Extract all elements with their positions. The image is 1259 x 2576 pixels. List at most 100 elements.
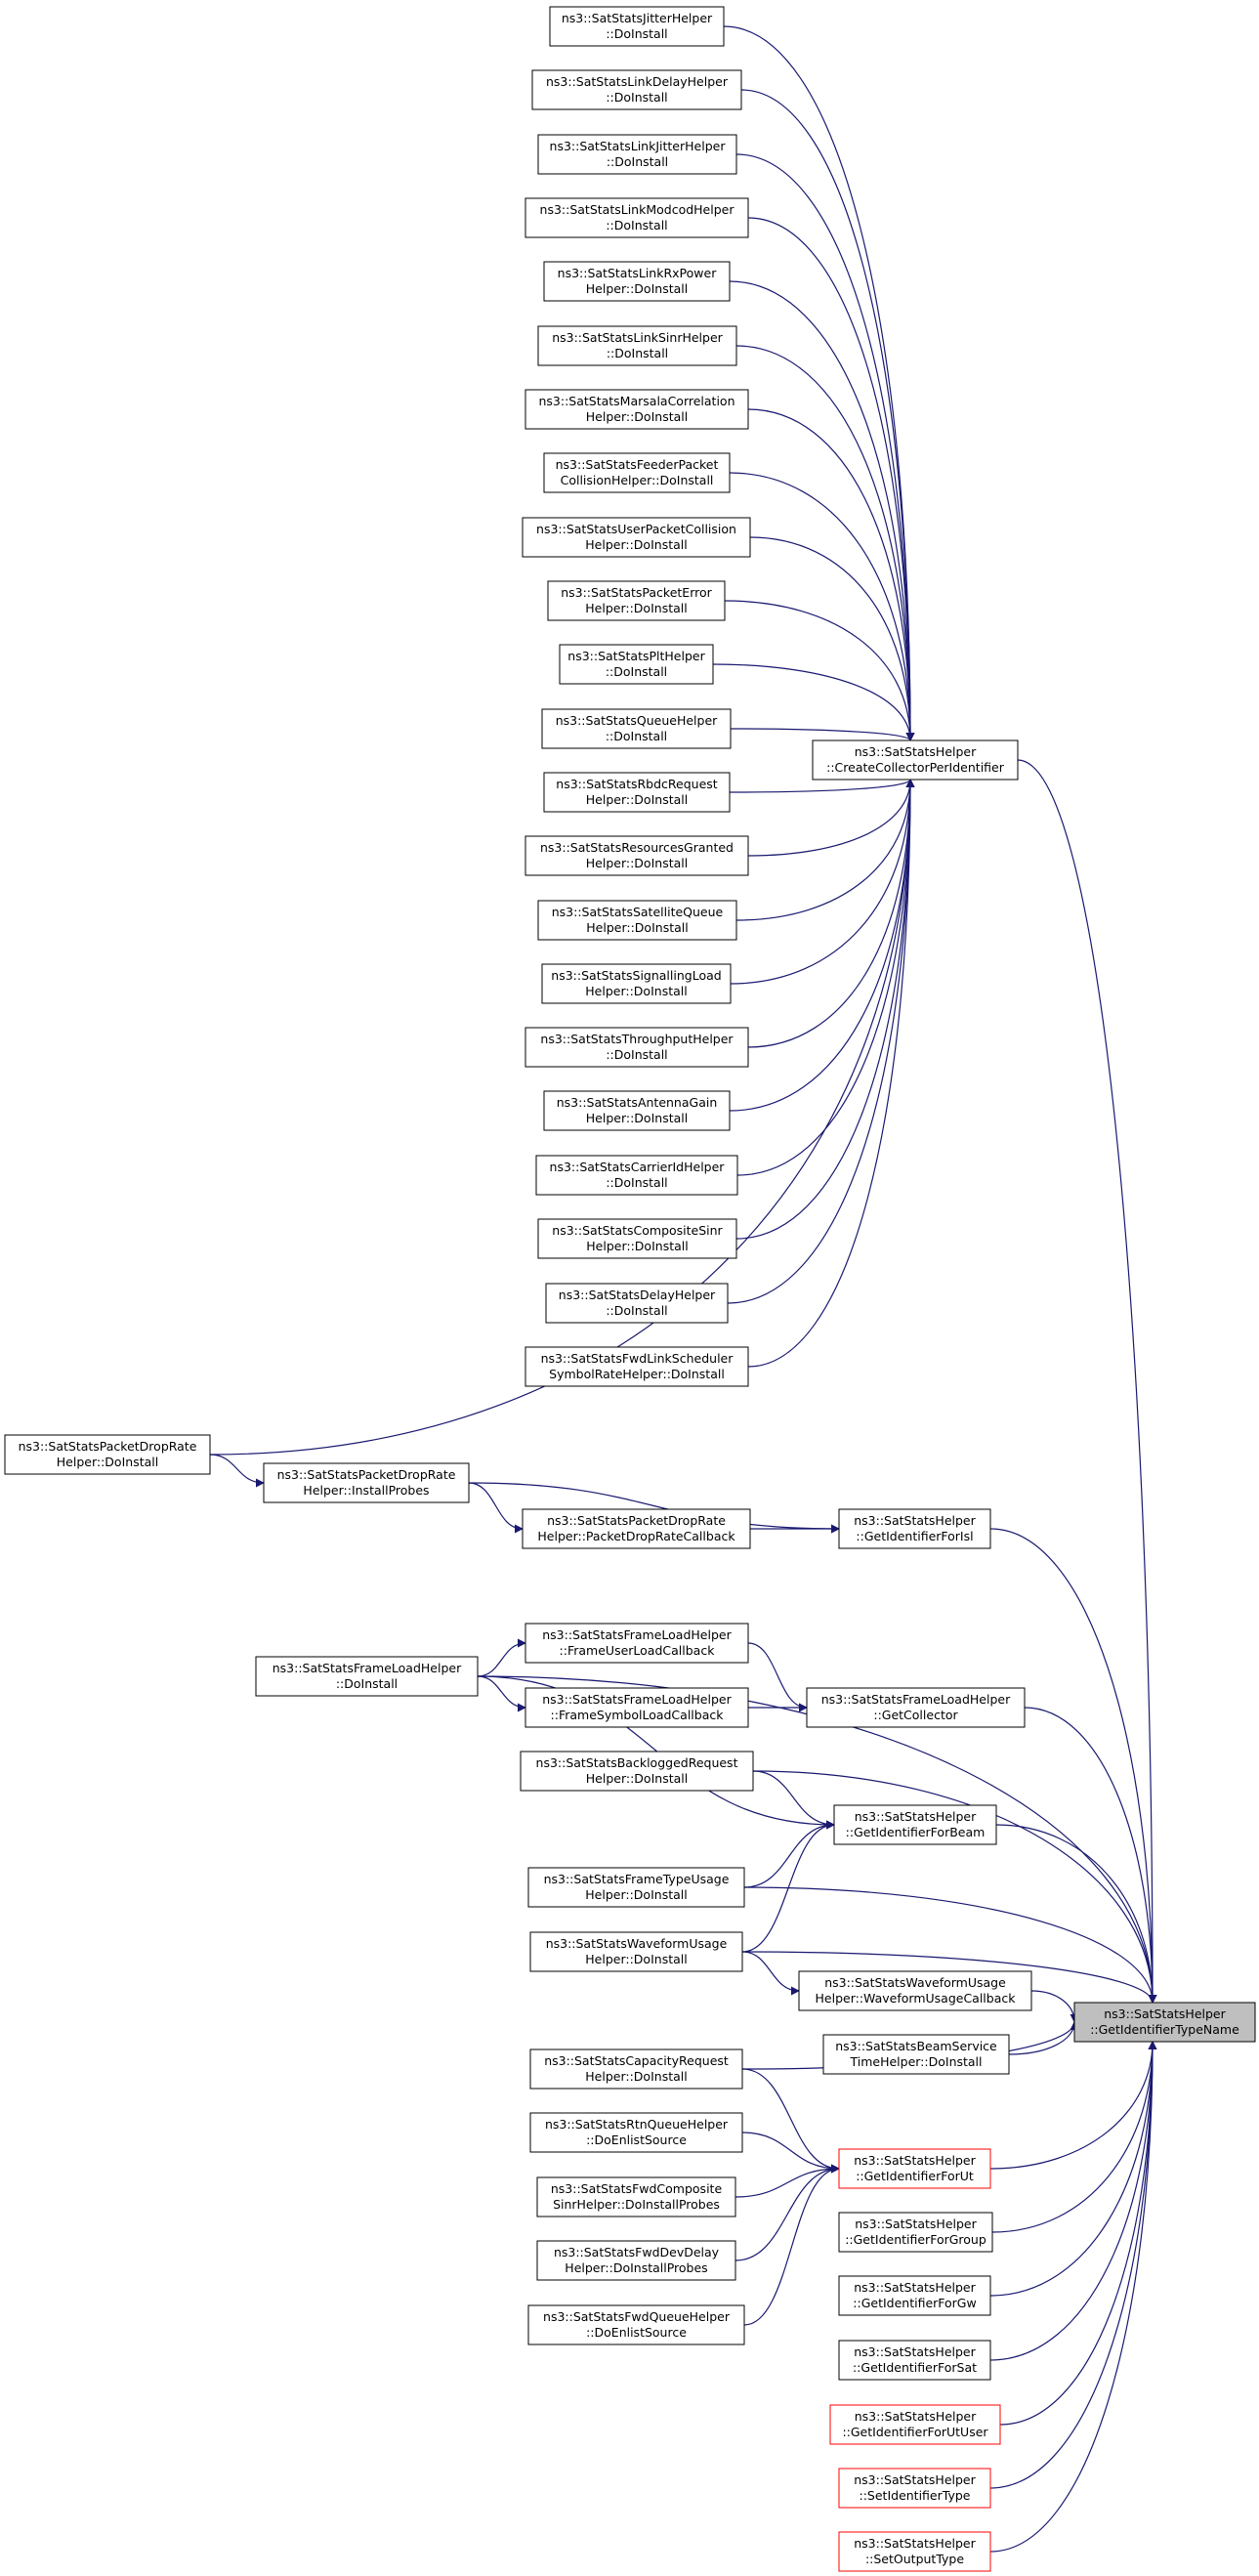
- edge-linkrxpower-to-createcollector: [729, 280, 915, 741]
- node-fwdsched[interactable]: ns3::SatStatsFwdLinkSchedulerSymbolRateH…: [525, 1346, 749, 1387]
- edge-marsala-to-createcollector: [747, 408, 915, 741]
- node-label: Helper::DoInstall: [586, 409, 688, 424]
- node-box: [520, 1751, 754, 1792]
- node-fwddevdelay[interactable]: ns3::SatStatsFwdDevDelayHelper::DoInstal…: [536, 2240, 736, 2281]
- node-label: Helper::DoInstall: [586, 920, 688, 935]
- node-getidbeam[interactable]: ns3::SatStatsHelper::GetIdentifierForBea…: [833, 1804, 997, 1845]
- node-wf_callback[interactable]: ns3::SatStatsWaveformUsageHelper::Wavefo…: [798, 1970, 1032, 2011]
- node-throughput[interactable]: ns3::SatStatsThroughputHelper::DoInstall: [525, 1027, 749, 1068]
- node-createcollector[interactable]: ns3::SatStatsHelper::CreateCollectorPerI…: [812, 739, 1019, 781]
- node-getidutuser[interactable]: ns3::SatStatsHelper::GetIdentifierForUtU…: [829, 2404, 1001, 2445]
- node-label: Helper::DoInstall: [585, 1887, 687, 1902]
- edge-throughput-to-createcollector: [747, 779, 915, 1048]
- node-rtnqueue[interactable]: ns3::SatStatsRtnQueueHelper::DoEnlistSou…: [529, 2112, 743, 2153]
- edge-getidbeam-to-target: [995, 1824, 1157, 2004]
- node-queue[interactable]: ns3::SatStatsQueueHelper::DoInstall: [541, 708, 732, 749]
- edge-getidisl-to-target: [989, 1528, 1157, 2004]
- node-box: [545, 1283, 729, 1324]
- node-frametype[interactable]: ns3::SatStatsFrameTypeUsageHelper::DoIns…: [527, 1867, 745, 1908]
- node-box: [1073, 2002, 1256, 2043]
- node-pdr_callback[interactable]: ns3::SatStatsPacketDropRateHelper::Packe…: [522, 1508, 751, 1549]
- node-box: [525, 1623, 749, 1664]
- node-box: [838, 2468, 991, 2509]
- node-delay[interactable]: ns3::SatStatsDelayHelper::DoInstall: [545, 1283, 729, 1324]
- edge-fwdqueue-to-getidut: [743, 2164, 840, 2326]
- edge-getidgroup-to-target: [991, 2041, 1157, 2233]
- node-box: [522, 1508, 751, 1549]
- node-getidut[interactable]: ns3::SatStatsHelper::GetIdentifierForUt: [838, 2148, 991, 2189]
- node-linkrxpower[interactable]: ns3::SatStatsLinkRxPowerHelper::DoInstal…: [543, 261, 731, 302]
- node-label: ::SetOutputType: [865, 2552, 964, 2566]
- node-box: [547, 580, 726, 621]
- node-box: [838, 2340, 991, 2381]
- node-label: ns3::SatStatsHelper: [854, 2153, 976, 2168]
- node-label: ns3::SatStatsRbdcRequest: [556, 777, 718, 791]
- node-setidtype[interactable]: ns3::SatStatsHelper::SetIdentifierType: [838, 2468, 991, 2509]
- edge-plt-to-createcollector: [712, 663, 915, 741]
- node-label: ::FrameUserLoadCallback: [560, 1643, 716, 1658]
- edge-fl_user-to-fl_getcollector: [747, 1642, 808, 1712]
- edge-resgranted-to-createcollector: [747, 779, 915, 857]
- node-jitter[interactable]: ns3::SatStatsJitterHelper::DoInstall: [549, 6, 725, 47]
- node-backlogged[interactable]: ns3::SatStatsBackloggedRequestHelper::Do…: [520, 1751, 754, 1792]
- edge-frametype-to-target: [743, 1886, 1157, 2004]
- node-getidsat[interactable]: ns3::SatStatsHelper::GetIdentifierForSat: [838, 2340, 991, 2381]
- node-satqueue[interactable]: ns3::SatStatsSatelliteQueueHelper::DoIns…: [537, 900, 737, 941]
- node-box: [806, 1687, 1026, 1728]
- node-box: [527, 2304, 745, 2345]
- node-pkterror[interactable]: ns3::SatStatsPacketErrorHelper::DoInstal…: [547, 580, 726, 621]
- node-box: [838, 2275, 991, 2316]
- node-fwdcomp[interactable]: ns3::SatStatsFwdCompositeSinrHelper::DoI…: [536, 2176, 736, 2217]
- node-label: ns3::SatStatsFwdComposite: [551, 2181, 723, 2196]
- edge-capacity-to-getidut: [741, 2068, 840, 2174]
- node-pdr_probes[interactable]: ns3::SatStatsPacketDropRateHelper::Insta…: [263, 1462, 470, 1503]
- node-label: ::GetIdentifierForUtUser: [842, 2425, 988, 2439]
- node-compsinr[interactable]: ns3::SatStatsCompositeSinrHelper::DoInst…: [537, 1218, 737, 1259]
- node-marsala[interactable]: ns3::SatStatsMarsalaCorrelationHelper::D…: [525, 389, 749, 430]
- node-label: ns3::SatStatsDelayHelper: [559, 1288, 716, 1302]
- node-label: ns3::SatStatsFwdQueueHelper: [543, 2309, 731, 2324]
- node-box: [549, 6, 725, 47]
- node-linkjitter[interactable]: ns3::SatStatsLinkJitterHelper::DoInstall: [537, 134, 737, 175]
- node-linkmodcod[interactable]: ns3::SatStatsLinkModcodHelper::DoInstall: [525, 197, 749, 238]
- node-getidisl[interactable]: ns3::SatStatsHelper::GetIdentifierForIsl: [838, 1508, 991, 1549]
- node-label: ::GetIdentifierForIsl: [856, 1529, 973, 1543]
- node-resgranted[interactable]: ns3::SatStatsResourcesGrantedHelper::DoI…: [525, 835, 749, 876]
- node-pdr_doinstall[interactable]: ns3::SatStatsPacketDropRateHelper::DoIns…: [4, 1434, 211, 1475]
- node-label: ns3::SatStatsSignallingLoad: [551, 968, 721, 983]
- node-plt[interactable]: ns3::SatStatsPltHelper::DoInstall: [559, 644, 714, 685]
- edge-getidutuser-to-target: [999, 2041, 1157, 2426]
- node-fl_user[interactable]: ns3::SatStatsFrameLoadHelper::FrameUserL…: [525, 1623, 749, 1664]
- node-label: Helper::DoInstall: [586, 281, 688, 296]
- node-box: [838, 2531, 991, 2572]
- node-signalling[interactable]: ns3::SatStatsSignallingLoadHelper::DoIns…: [541, 963, 732, 1004]
- node-linksinr[interactable]: ns3::SatStatsLinkSinrHelper::DoInstall: [537, 325, 737, 366]
- node-rbdc[interactable]: ns3::SatStatsRbdcRequestHelper::DoInstal…: [543, 772, 731, 813]
- node-label: ns3::SatStatsPltHelper: [567, 649, 705, 663]
- node-capacity[interactable]: ns3::SatStatsCapacityRequestHelper::DoIn…: [529, 2048, 743, 2090]
- node-antenna[interactable]: ns3::SatStatsAntennaGainHelper::DoInstal…: [543, 1090, 731, 1131]
- node-fl_doinstall[interactable]: ns3::SatStatsFrameLoadHelper::DoInstall: [255, 1656, 479, 1697]
- node-feeder[interactable]: ns3::SatStatsFeederPacketCollisionHelper…: [543, 452, 731, 493]
- node-label: ::GetIdentifierForBeam: [846, 1825, 986, 1839]
- node-linkdelay[interactable]: ns3::SatStatsLinkDelayHelper::DoInstall: [531, 69, 742, 110]
- node-setoutput[interactable]: ns3::SatStatsHelper::SetOutputType: [838, 2531, 991, 2572]
- node-beamservice[interactable]: ns3::SatStatsBeamServiceTimeHelper::DoIn…: [822, 2034, 1010, 2075]
- node-getidgroup[interactable]: ns3::SatStatsHelper::GetIdentifierForGro…: [838, 2212, 993, 2253]
- node-fl_symbol[interactable]: ns3::SatStatsFrameLoadHelper::FrameSymbo…: [525, 1687, 749, 1728]
- node-fwdqueue[interactable]: ns3::SatStatsFwdQueueHelper::DoEnlistSou…: [527, 2304, 745, 2345]
- node-fl_getcollector[interactable]: ns3::SatStatsFrameLoadHelper::GetCollect…: [806, 1687, 1026, 1728]
- node-box: [798, 1970, 1032, 2011]
- node-getidgw[interactable]: ns3::SatStatsHelper::GetIdentifierForGw: [838, 2275, 991, 2316]
- node-label: ns3::SatStatsBeamService: [835, 2039, 997, 2053]
- node-usercoll[interactable]: ns3::SatStatsUserPacketCollisionHelper::…: [522, 517, 751, 558]
- node-label: ns3::SatStatsHelper: [855, 744, 977, 759]
- node-label: Helper::DoInstall: [586, 1239, 688, 1253]
- node-carrierid[interactable]: ns3::SatStatsCarrierIdHelper::DoInstall: [535, 1155, 738, 1196]
- node-label: ns3::SatStatsHelper: [854, 1513, 976, 1528]
- node-box: [822, 2034, 1010, 2075]
- node-wf_doinstall[interactable]: ns3::SatStatsWaveformUsageHelper::DoInst…: [529, 1931, 743, 1972]
- node-target[interactable]: ns3::SatStatsHelper::GetIdentifierTypeNa…: [1073, 2002, 1256, 2043]
- node-label: ns3::SatStatsUserPacketCollision: [536, 522, 736, 536]
